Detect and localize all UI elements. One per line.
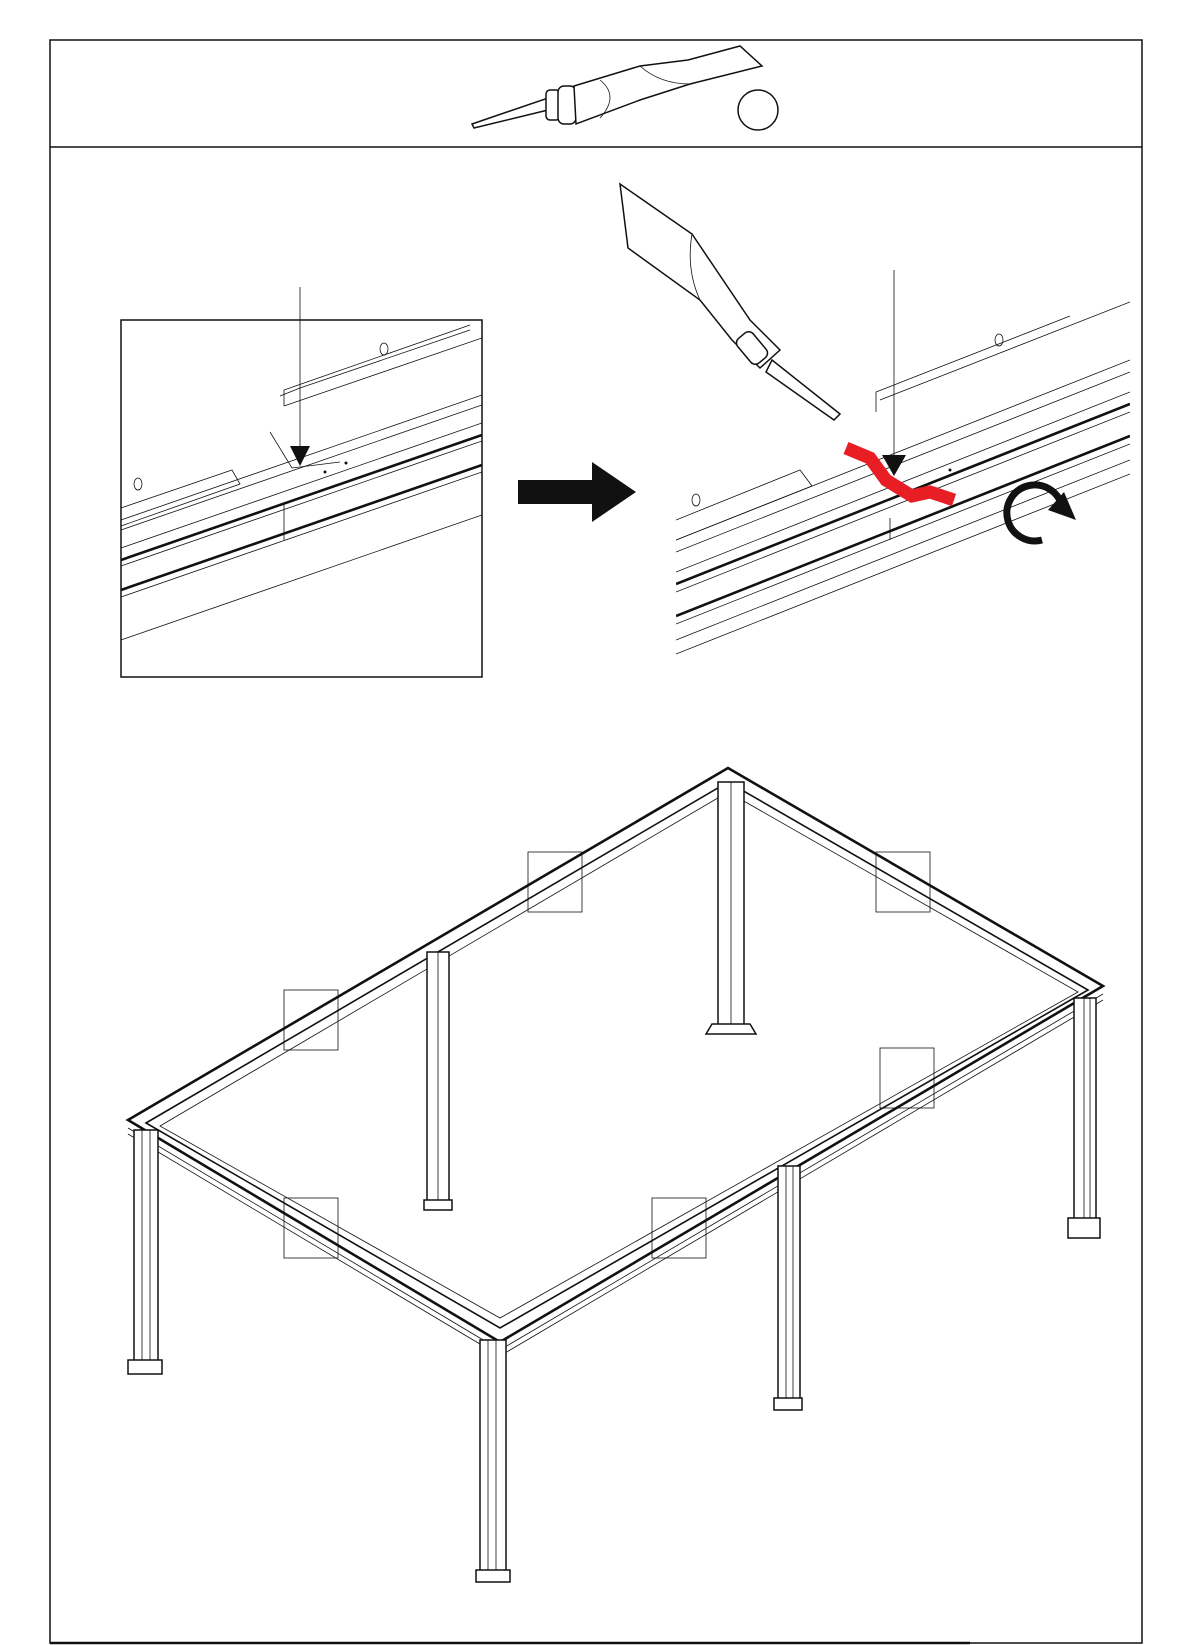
post: [424, 952, 452, 1210]
page-border: [50, 40, 1142, 1643]
quantity-circle: [738, 90, 778, 130]
post: [774, 1166, 802, 1410]
post: [476, 1340, 510, 1582]
roof-seam-detail-before: [121, 287, 482, 677]
